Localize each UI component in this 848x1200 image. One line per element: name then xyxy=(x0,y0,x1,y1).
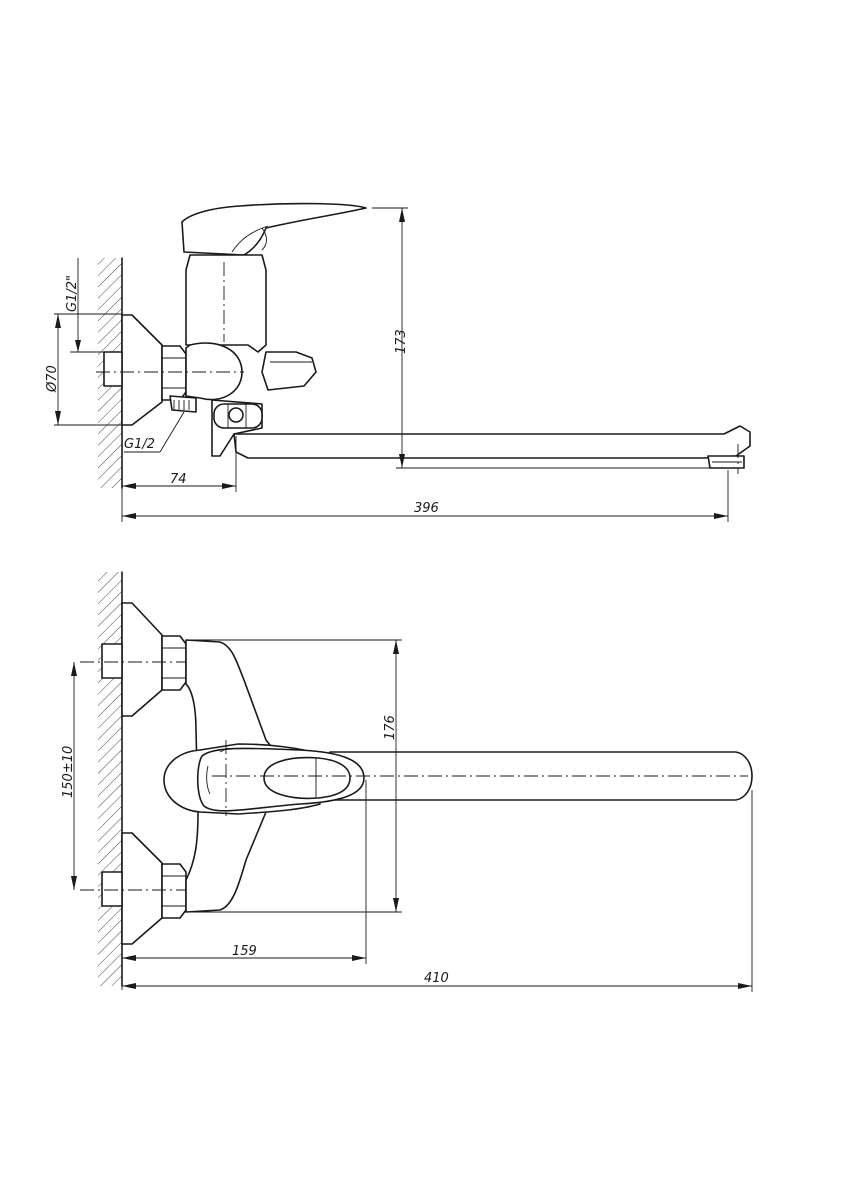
dim-74: 74 xyxy=(170,472,187,487)
wall-hatching xyxy=(98,572,122,986)
hex-nut-upper xyxy=(161,635,187,691)
dim-176: 176 xyxy=(383,715,398,740)
inlet-pipe-lower xyxy=(101,871,123,907)
hex-nut xyxy=(161,345,187,401)
spout-arm xyxy=(233,425,751,459)
dim-diameter-70: Ø70 xyxy=(45,365,60,393)
dim-396: 396 xyxy=(414,501,439,516)
diverter-knob xyxy=(261,351,317,391)
lever-handle xyxy=(181,202,367,256)
dim-150: 150±10 xyxy=(61,746,76,798)
inlet-pipe-upper xyxy=(101,643,123,679)
dim-159: 159 xyxy=(232,944,257,959)
inlet-pipe xyxy=(103,351,123,387)
swivel-ring xyxy=(213,403,263,429)
top-view: 150±10 176 159 410 xyxy=(61,571,753,992)
dim-410: 410 xyxy=(424,971,449,986)
spout-arm-top xyxy=(329,751,753,801)
lever-grip-slot xyxy=(263,756,351,800)
hex-nut-lower xyxy=(161,863,187,919)
dim-173: 173 xyxy=(394,329,409,354)
wall-flange-lower xyxy=(121,832,163,945)
dim-g12-lower: G1/2 xyxy=(124,437,155,452)
dim-g12-upper: G1/2" xyxy=(65,275,80,312)
wall-flange xyxy=(121,314,163,426)
wall-flange-upper xyxy=(121,602,163,717)
threaded-outlet xyxy=(169,395,197,413)
valve-ball xyxy=(185,342,243,401)
mixer-body xyxy=(185,254,267,353)
side-view: 173 G1/2" Ø70 G1/2 74 396 xyxy=(45,202,751,522)
